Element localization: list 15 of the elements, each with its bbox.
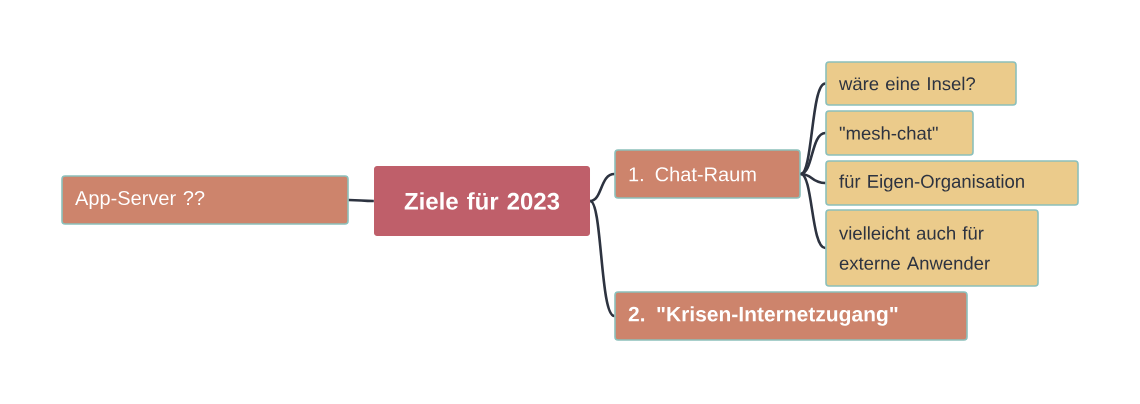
connector-line [589,172,615,203]
connector-line [800,172,826,185]
connector-line [348,198,374,203]
topic-box: 1. Chat-Raum [614,149,801,199]
subtopic-box: wäre eine Insel? [825,61,1017,106]
subtopic-box: für Eigen-Organisation [825,160,1079,206]
topic-box: Ziele für 2023 [374,166,590,236]
topic-box: 2. "Krisen-Internetzugang" [614,291,968,341]
connector-line [800,82,826,176]
connector-line [800,131,826,176]
subtopic-box: vielleicht auch für externe Anwender [825,209,1039,287]
connector-line [800,172,826,250]
subtopic-box: "mesh-chat" [825,110,974,156]
connector-line [589,200,615,318]
topic-box: App-Server ?? [61,175,349,225]
